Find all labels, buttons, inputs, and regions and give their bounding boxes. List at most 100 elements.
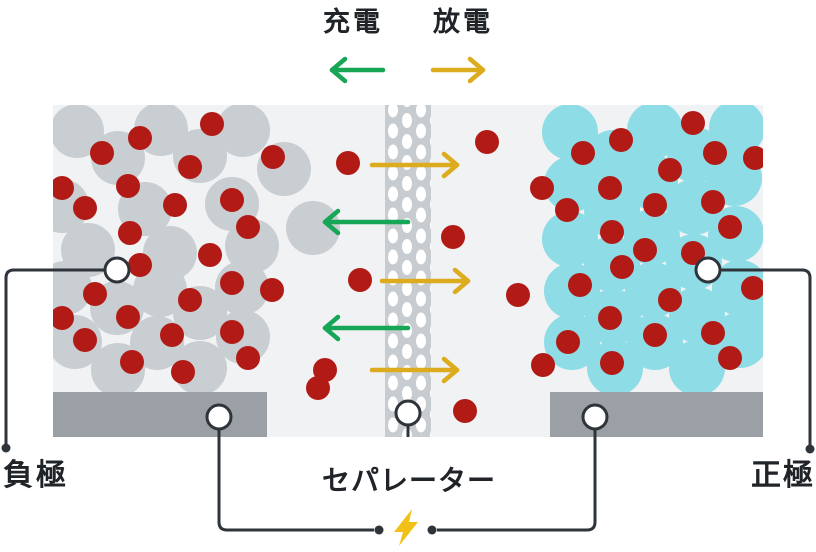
lithium-ion bbox=[306, 376, 330, 400]
negative-electrode-label: 負極 bbox=[3, 459, 69, 492]
separator-connector bbox=[394, 399, 422, 427]
wire-endpoint-dots bbox=[1, 443, 815, 535]
lithium-ion bbox=[118, 221, 142, 245]
lithium-ion bbox=[128, 126, 152, 150]
lithium-ion bbox=[571, 141, 595, 165]
bottom-right-wire bbox=[437, 417, 597, 532]
lithium-ion bbox=[506, 283, 530, 307]
separator-label: セパレーター bbox=[321, 465, 497, 496]
lithium-ion bbox=[178, 155, 202, 179]
lithium-ion-particles bbox=[53, 111, 763, 423]
lithium-ion bbox=[260, 278, 284, 302]
lithium-ion bbox=[171, 360, 195, 384]
lithium-ion bbox=[703, 141, 727, 165]
lithium-ion bbox=[530, 176, 554, 200]
negative-particle bbox=[286, 201, 340, 255]
lithium-ion bbox=[220, 320, 244, 344]
lithium-ion bbox=[600, 351, 624, 375]
wire-endpoint-dot bbox=[1, 443, 11, 453]
lithium-ion bbox=[600, 220, 624, 244]
lightning-bolt-icon bbox=[394, 509, 418, 546]
lithium-ion bbox=[643, 323, 667, 347]
lithium-ion bbox=[198, 243, 222, 267]
positive-particle bbox=[542, 211, 598, 267]
positive-electrode-label: 正極 bbox=[751, 459, 815, 492]
charge-arrow bbox=[322, 314, 411, 342]
lithium-ion bbox=[116, 174, 140, 198]
lithium-ion bbox=[163, 193, 187, 217]
negative-wire bbox=[4, 268, 117, 448]
lithium-ion bbox=[681, 241, 705, 265]
lithium-ion bbox=[83, 282, 107, 306]
lithium-ion bbox=[220, 271, 244, 295]
lithium-ion bbox=[598, 306, 622, 330]
lithium-ion bbox=[453, 399, 477, 423]
lithium-ion bbox=[633, 238, 657, 262]
charge-label: 充電 bbox=[323, 7, 383, 37]
lithium-ion bbox=[741, 276, 763, 300]
positive-particle bbox=[669, 340, 725, 396]
lithium-ion bbox=[120, 350, 144, 374]
lithium-ion bbox=[609, 128, 633, 152]
discharge-label: 放電 bbox=[433, 7, 493, 37]
positive-wire bbox=[708, 268, 812, 449]
lithium-ion bbox=[53, 176, 74, 200]
lithium-ion bbox=[555, 198, 579, 222]
lithium-ion bbox=[701, 190, 725, 214]
lithium-ion bbox=[160, 323, 184, 347]
wire-endpoint-dot bbox=[427, 525, 437, 535]
negative-electrode-connector bbox=[103, 256, 131, 284]
positive-particle bbox=[584, 182, 640, 238]
negative-terminal bbox=[53, 392, 267, 437]
discharge-arrow bbox=[430, 56, 486, 84]
wire-endpoint-dot bbox=[805, 444, 815, 454]
connection-terminals bbox=[103, 256, 722, 431]
discharge-arrow bbox=[369, 356, 460, 384]
charge-arrow bbox=[322, 208, 411, 236]
lithium-ion bbox=[128, 253, 152, 277]
positive-terminal-connector bbox=[581, 403, 609, 431]
lithium-ion bbox=[743, 146, 763, 170]
lithium-ion bbox=[261, 145, 285, 169]
lithium-ion bbox=[681, 111, 705, 135]
positive-particle bbox=[544, 156, 600, 212]
charge-arrow bbox=[329, 56, 386, 84]
lithium-ion bbox=[73, 196, 97, 220]
lithium-ion bbox=[178, 288, 202, 312]
lithium-ion bbox=[701, 321, 725, 345]
discharge-arrow bbox=[379, 267, 471, 295]
lithium-ion bbox=[568, 273, 592, 297]
lithium-ion bbox=[658, 288, 682, 312]
lithium-ion bbox=[90, 141, 114, 165]
lithium-ion bbox=[236, 346, 260, 370]
lithium-ion bbox=[200, 112, 224, 136]
lithium-ion bbox=[556, 330, 580, 354]
negative-particle bbox=[53, 105, 104, 158]
lithium-ion bbox=[220, 188, 244, 212]
discharge-arrow bbox=[369, 151, 460, 179]
lithium-ion bbox=[313, 358, 337, 382]
lithium-ion bbox=[598, 176, 622, 200]
negative-particle bbox=[133, 263, 187, 317]
positive-particle bbox=[709, 105, 763, 156]
separator-strip bbox=[385, 105, 431, 437]
lithium-ion bbox=[718, 215, 742, 239]
positive-electrode-connector bbox=[694, 256, 722, 284]
lithium-ion bbox=[348, 268, 372, 292]
lithium-ion bbox=[336, 151, 360, 175]
negative-terminal-connector bbox=[205, 403, 233, 431]
negative-particle bbox=[53, 261, 92, 315]
negative-particle bbox=[216, 105, 270, 157]
ion-flow-arrows bbox=[322, 151, 471, 384]
lithium-ion bbox=[475, 130, 499, 154]
lithium-ion bbox=[658, 158, 682, 182]
lithium-ion bbox=[116, 305, 140, 329]
wire-endpoint-dot bbox=[374, 525, 384, 535]
lithium-ion bbox=[531, 353, 555, 377]
charge-discharge-direction-arrows bbox=[329, 56, 486, 84]
bottom-left-wire bbox=[217, 417, 374, 532]
lithium-ion bbox=[718, 346, 742, 370]
lithium-ion bbox=[53, 306, 74, 330]
